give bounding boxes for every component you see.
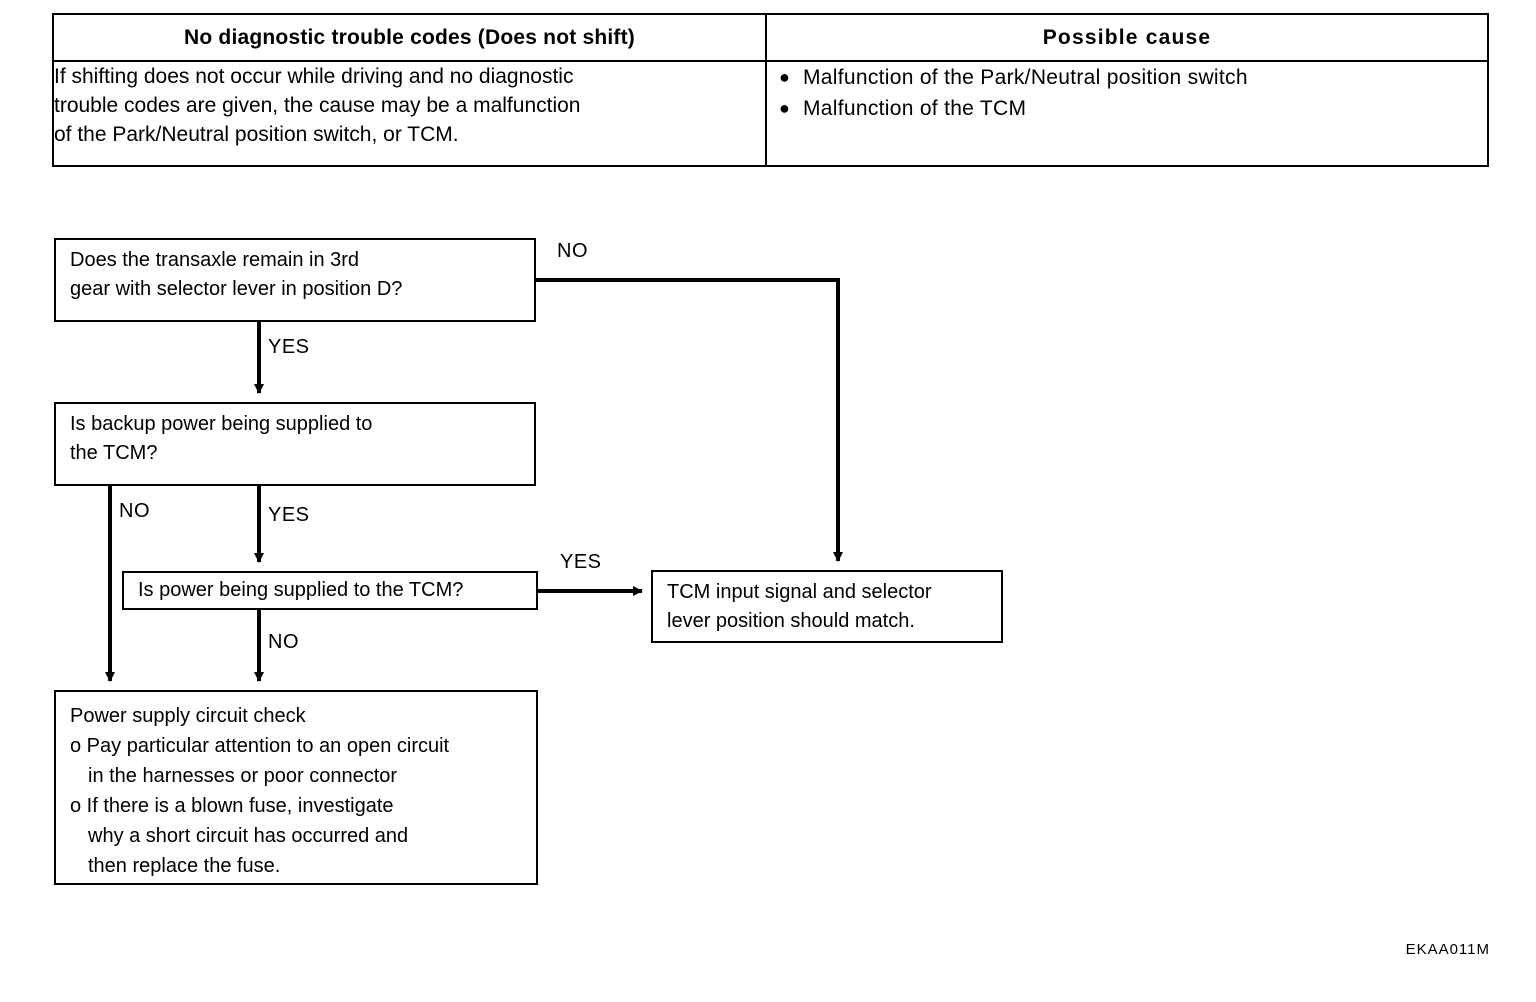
flow-node-r2-line-5: then replace the fuse. — [88, 855, 281, 877]
edge-label-q3-yes: YES — [560, 551, 602, 573]
bullet-icon: ● — [779, 67, 791, 87]
cause-text: Malfunction of the Park/Neutral position… — [803, 66, 1248, 89]
flow-node-q2-line-1: Is backup power being supplied to — [70, 413, 373, 435]
edge-label-q2-yes: YES — [268, 504, 310, 526]
flow-node-r2-line-1: o Pay particular attention to an open ci… — [70, 735, 450, 757]
possible-cause-cell: ● Malfunction of the Park/Neutral positi… — [765, 60, 1489, 167]
edge-q1-no — [536, 278, 843, 562]
flow-node-r2-line-3: o If there is a blown fuse, investigate — [70, 795, 394, 817]
cause-list: ● Malfunction of the Park/Neutral positi… — [767, 62, 1487, 124]
flow-node-question-2[interactable]: Is backup power being supplied to the TC… — [54, 402, 536, 486]
table-header-row: No diagnostic trouble codes (Does not sh… — [52, 13, 1489, 62]
bullet-icon: ● — [779, 98, 791, 118]
list-item: ● Malfunction of the Park/Neutral positi… — [767, 62, 1487, 93]
flow-node-r1-line-1: TCM input signal and selector — [667, 581, 932, 603]
table-header-symptom: No diagnostic trouble codes (Does not sh… — [52, 13, 767, 62]
table-header-cause: Possible cause — [765, 13, 1489, 62]
cause-text: Malfunction of the TCM — [803, 97, 1027, 120]
flow-node-r2-title: Power supply circuit check — [70, 705, 306, 727]
flow-node-q1-line-2: gear with selector lever in position D? — [70, 278, 403, 300]
flow-node-q1-line-1: Does the transaxle remain in 3rd — [70, 249, 360, 271]
flow-node-q2-line-2: the TCM? — [70, 442, 158, 464]
figure-reference-code: EKAA011M — [1405, 941, 1490, 958]
symptom-description-cell: If shifting does not occur while driving… — [52, 60, 767, 167]
flow-node-r1-line-2: lever position should match. — [667, 610, 915, 632]
flow-node-result-power-check[interactable]: Power supply circuit check o Pay particu… — [54, 690, 538, 885]
edge-label-q2-no: NO — [119, 500, 150, 522]
flow-node-r2-line-4: why a short circuit has occurred and — [88, 825, 409, 847]
symptom-cause-table: No diagnostic trouble codes (Does not sh… — [52, 13, 1489, 167]
flow-node-result-tcm-match[interactable]: TCM input signal and selector lever posi… — [651, 570, 1003, 643]
flow-node-r2-line-2: in the harnesses or poor connector — [88, 765, 398, 787]
flow-node-q3-line-1: Is power being supplied to the TCM? — [138, 579, 464, 601]
flow-node-question-1[interactable]: Does the transaxle remain in 3rd gear wi… — [54, 238, 536, 322]
edge-label-q3-no: NO — [268, 631, 299, 653]
flow-node-question-3[interactable]: Is power being supplied to the TCM? — [122, 571, 538, 610]
symptom-line-2: trouble codes are given, the cause may b… — [54, 94, 581, 117]
edge-label-q1-yes: YES — [268, 336, 310, 358]
edge-label-q1-no: NO — [557, 240, 588, 262]
list-item: ● Malfunction of the TCM — [767, 93, 1487, 124]
symptom-line-3: of the Park/Neutral position switch, or … — [54, 123, 459, 146]
symptom-line-1: If shifting does not occur while driving… — [54, 65, 574, 88]
table-body-row: If shifting does not occur while driving… — [52, 60, 1489, 167]
